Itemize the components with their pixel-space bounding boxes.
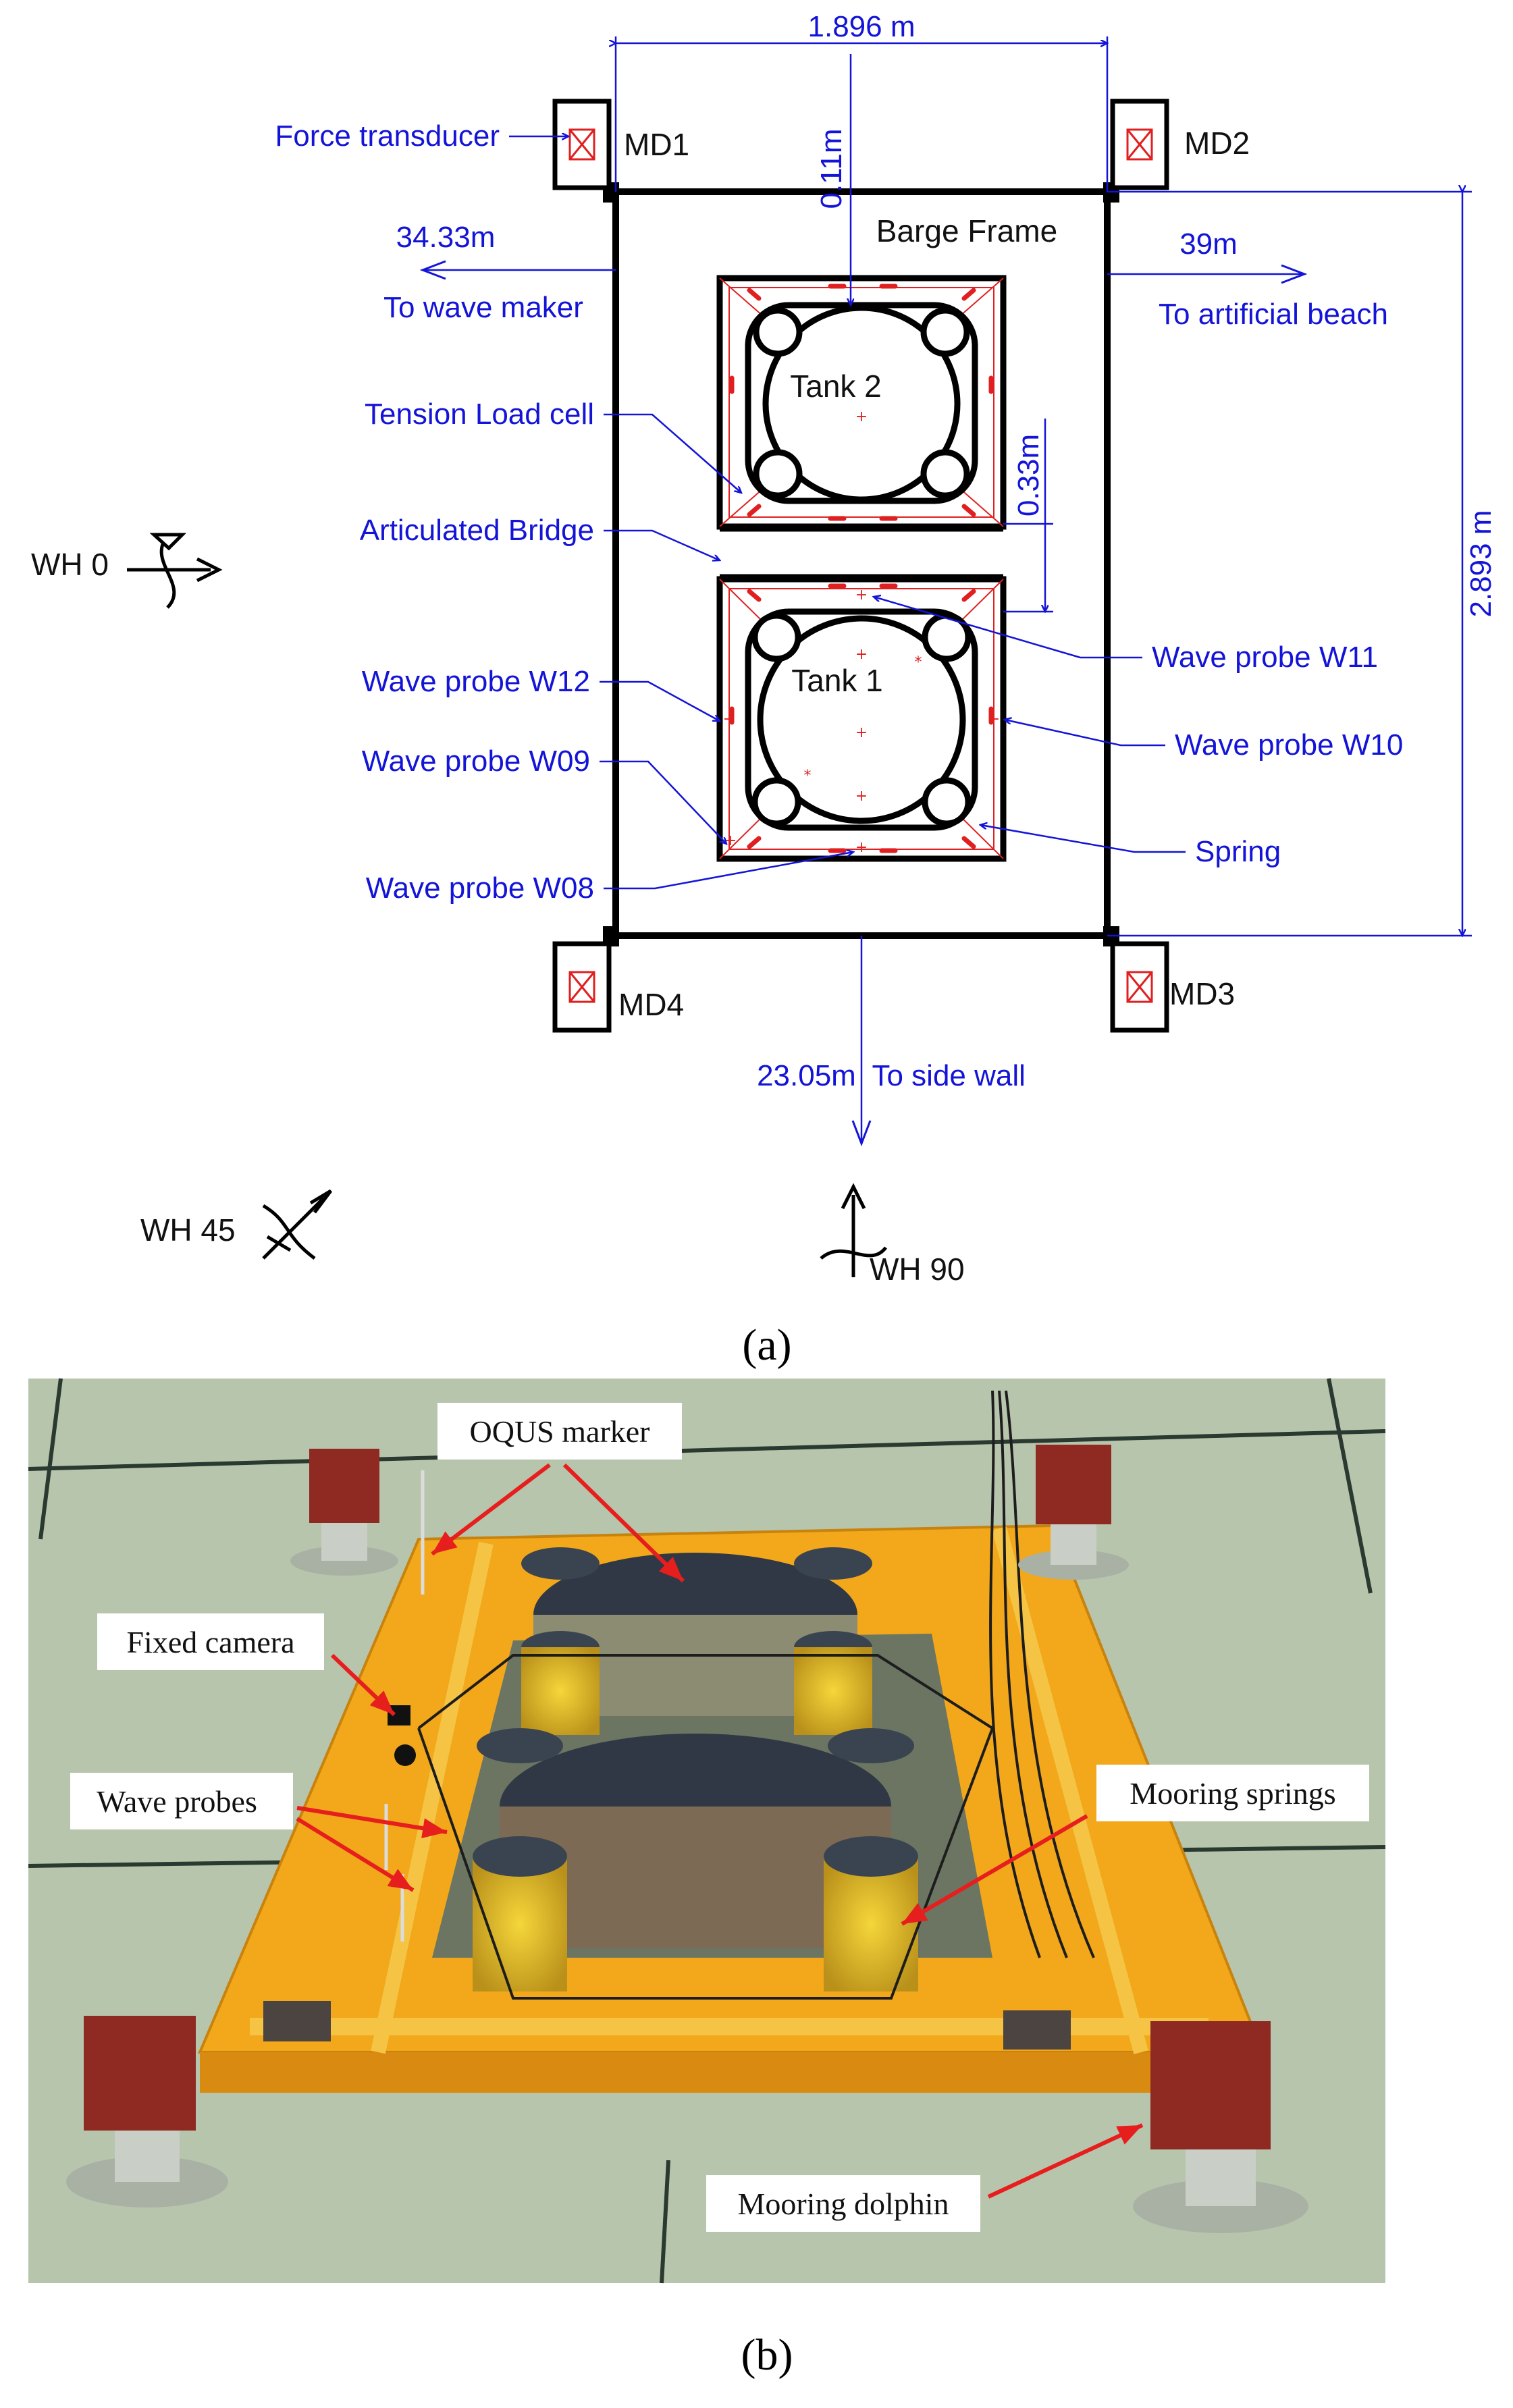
tank-1-photo — [473, 1728, 918, 1991]
svg-text:*: * — [804, 768, 812, 784]
wave-heading-45-icon — [262, 1189, 332, 1260]
to-wave-maker-distance: 34.33m — [396, 221, 496, 254]
to-beach-label: To artificial beach — [1159, 298, 1388, 331]
to-side-wall-label: 23.05m To side wall — [757, 1059, 1026, 1092]
wave-probes-callout: Wave probes — [97, 1784, 257, 1819]
mooring-dolphin-md2 — [1110, 99, 1169, 190]
svg-text:+: + — [855, 646, 868, 663]
fixed-camera-photo — [388, 1705, 416, 1766]
mooring-dolphin-callout: Mooring dolphin — [737, 2187, 949, 2221]
tank-2-assembly — [716, 275, 1007, 530]
panel-b-caption: (b) — [741, 2330, 793, 2380]
mooring-dolphin-photo-tl — [290, 1449, 398, 1576]
wave-probe-w12-label: Wave probe W12 — [362, 665, 590, 698]
schematic-panel: + + + * + * + + + + + 1.896 m 0.11m 2.89… — [31, 10, 1497, 1370]
md3-label: MD3 — [1169, 976, 1235, 1011]
mooring-dolphin-photo-bl — [66, 2016, 228, 2208]
svg-text:+: + — [855, 724, 868, 741]
force-transducer-label: Force transducer — [275, 119, 500, 153]
md2-label: MD2 — [1184, 126, 1250, 161]
wave-probe-w09-label: Wave probe W09 — [362, 745, 590, 778]
mooring-dolphin-md1 — [552, 99, 612, 190]
mooring-springs-photo — [417, 1390, 1095, 2000]
tension-load-cell-label: Tension Load cell — [365, 398, 594, 431]
tank-1-label: Tank 1 — [791, 663, 883, 698]
mooring-dolphin-md3 — [1110, 941, 1169, 1033]
mooring-dolphin-md4 — [552, 941, 612, 1033]
svg-text:+: + — [988, 711, 1000, 728]
tank-1-assembly — [716, 576, 1007, 862]
svg-text:+: + — [855, 587, 868, 604]
svg-text:+: + — [855, 839, 868, 856]
mooring-dolphin-photo-tr — [1018, 1445, 1129, 1580]
mooring-dolphin-photo-br — [1133, 2021, 1308, 2233]
frame-corner-brackets — [603, 182, 1119, 946]
svg-text:+: + — [855, 408, 868, 425]
gap-top-dimension-label: 0.11m — [815, 128, 848, 209]
probe-markers: + + + * + * + + + + + — [723, 408, 1000, 856]
wave-heading-90-label: WH 90 — [870, 1252, 965, 1287]
wave-heading-0-label: WH 0 — [31, 547, 109, 582]
wave-probes-callout-box — [70, 1773, 293, 1829]
md1-label: MD1 — [624, 127, 689, 162]
mooring-springs-callout: Mooring springs — [1130, 1776, 1335, 1811]
wave-probe-w10-label: Wave probe W10 — [1175, 728, 1403, 761]
to-beach-distance: 39m — [1179, 228, 1238, 261]
articulated-bridge-label: Articulated Bridge — [360, 514, 594, 547]
panel-a-caption: (a) — [742, 1320, 791, 1370]
barge-frame-label: Barge Frame — [876, 213, 1057, 248]
wave-probe-w11-label: Wave probe W11 — [1152, 641, 1378, 674]
oqus-marker-callout: OQUS marker — [470, 1414, 650, 1449]
svg-text:+: + — [723, 711, 735, 728]
mooring-springs-callout-box — [1096, 1765, 1369, 1821]
fixed-camera-callout: Fixed camera — [126, 1625, 294, 1659]
wave-heading-90-icon — [820, 1183, 887, 1277]
spring-label: Spring — [1195, 835, 1281, 868]
svg-text:+: + — [724, 832, 737, 849]
gap-tanks-dimension-label: 0.33m — [1012, 434, 1045, 516]
md4-label: MD4 — [618, 987, 684, 1022]
ballast-weight-right — [1003, 2010, 1071, 2050]
to-wave-maker-label: To wave maker — [383, 291, 583, 324]
wave-heading-0-icon — [127, 533, 223, 609]
oqus-marker-callout-box — [437, 1403, 682, 1460]
width-dimension-label: 1.896 m — [808, 10, 915, 43]
photo-panel: OQUS marker Fixed camera Wave probes Moo… — [28, 1378, 1386, 2380]
height-dimension-label: 2.893 m — [1464, 510, 1497, 618]
tank-2-label: Tank 2 — [790, 369, 882, 404]
wave-probe-w08-label: Wave probe W08 — [366, 872, 594, 905]
ballast-weight-left — [263, 2001, 331, 2041]
mooring-dolphin-callout-box — [706, 2175, 980, 2232]
fixed-camera-callout-box — [97, 1613, 324, 1670]
svg-text:*: * — [915, 654, 922, 671]
articulated-bridge — [720, 529, 1003, 577]
tank-2-photo — [521, 1547, 872, 1735]
svg-text:+: + — [855, 788, 868, 805]
wave-heading-45-label: WH 45 — [140, 1212, 236, 1248]
